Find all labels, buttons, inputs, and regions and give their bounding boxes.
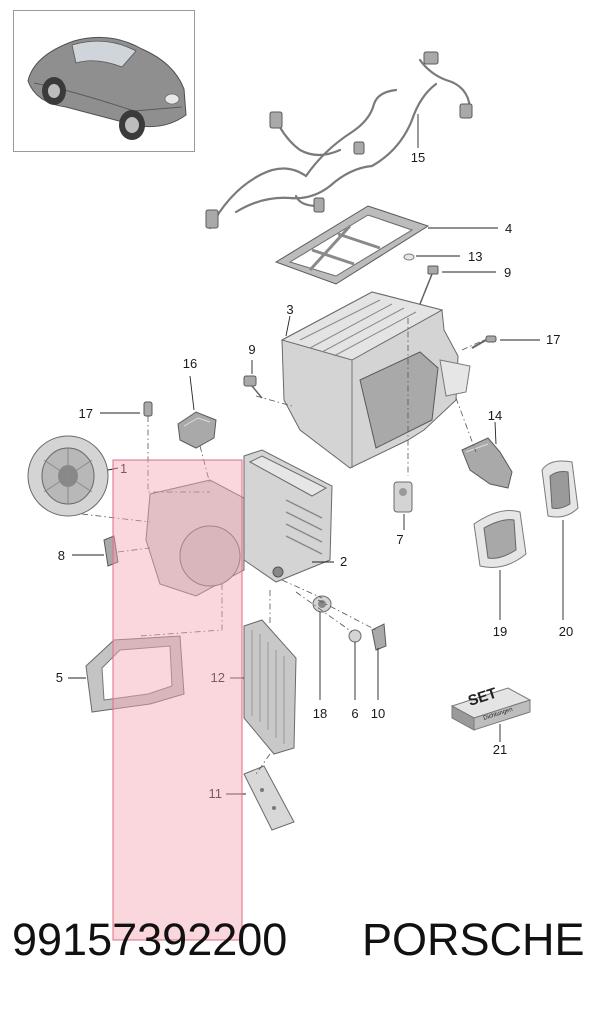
air-duct-20 (541, 460, 579, 518)
brand-name: PORSCHE (362, 914, 585, 965)
heater-housing (280, 291, 471, 469)
air-duct-19 (473, 510, 527, 568)
blower-resistor (177, 411, 217, 449)
callout-2: 2 (340, 554, 347, 569)
callout-15: 15 (411, 150, 425, 165)
callout-21: 21 (493, 742, 507, 757)
evaporator-housing (243, 449, 333, 583)
callout-17-right: 17 (546, 332, 560, 347)
leader-lines (68, 114, 564, 795)
callout-17-left: 17 (79, 406, 93, 421)
mounting-plate (243, 765, 295, 831)
part-number: 99157392200 (12, 914, 288, 965)
callout-13: 13 (468, 249, 482, 264)
callout-18: 18 (313, 706, 327, 721)
gasket-kit-box: SET Dichtungen (450, 685, 532, 731)
assembly-lines (81, 273, 485, 775)
grommet (312, 595, 332, 613)
callout-11: 11 (209, 786, 223, 801)
bracket (461, 437, 513, 489)
cabin-filter (243, 619, 297, 755)
callout-10: 10 (371, 706, 385, 721)
sensor-9-right (419, 265, 439, 305)
callout-7: 7 (396, 532, 403, 547)
sensor-8 (103, 535, 119, 567)
clip-13 (403, 253, 415, 261)
highlight-overlay (112, 459, 243, 941)
screw-17-left (143, 401, 153, 417)
callout-1: 1 (120, 461, 127, 476)
blower-motor (27, 435, 109, 517)
filter-frame (274, 205, 430, 285)
callout-4: 4 (505, 221, 512, 236)
vehicle-thumbnail (13, 10, 195, 152)
nut (348, 629, 362, 643)
callout-8: 8 (58, 548, 65, 563)
callout-6: 6 (351, 706, 358, 721)
screw-17-right (471, 335, 497, 349)
callout-19: 19 (493, 624, 507, 639)
clip-10 (371, 623, 387, 651)
callout-12: 12 (211, 670, 225, 685)
gasket (85, 635, 185, 713)
callout-14: 14 (488, 408, 502, 423)
wiring-harness (205, 51, 473, 230)
sensor-9-left (243, 375, 263, 399)
blower-case (145, 479, 245, 597)
car-illustration (27, 36, 187, 140)
callout-3: 3 (286, 302, 293, 317)
callout-5: 5 (56, 670, 63, 685)
callout-16: 16 (183, 356, 197, 371)
callout-labels: 15 4 13 9 3 17 9 16 17 14 1 7 2 8 19 20 … (56, 150, 573, 801)
callout-9-left: 9 (248, 342, 255, 357)
actuator (393, 481, 413, 513)
callout-20: 20 (559, 624, 573, 639)
callout-9-right: 9 (504, 265, 511, 280)
